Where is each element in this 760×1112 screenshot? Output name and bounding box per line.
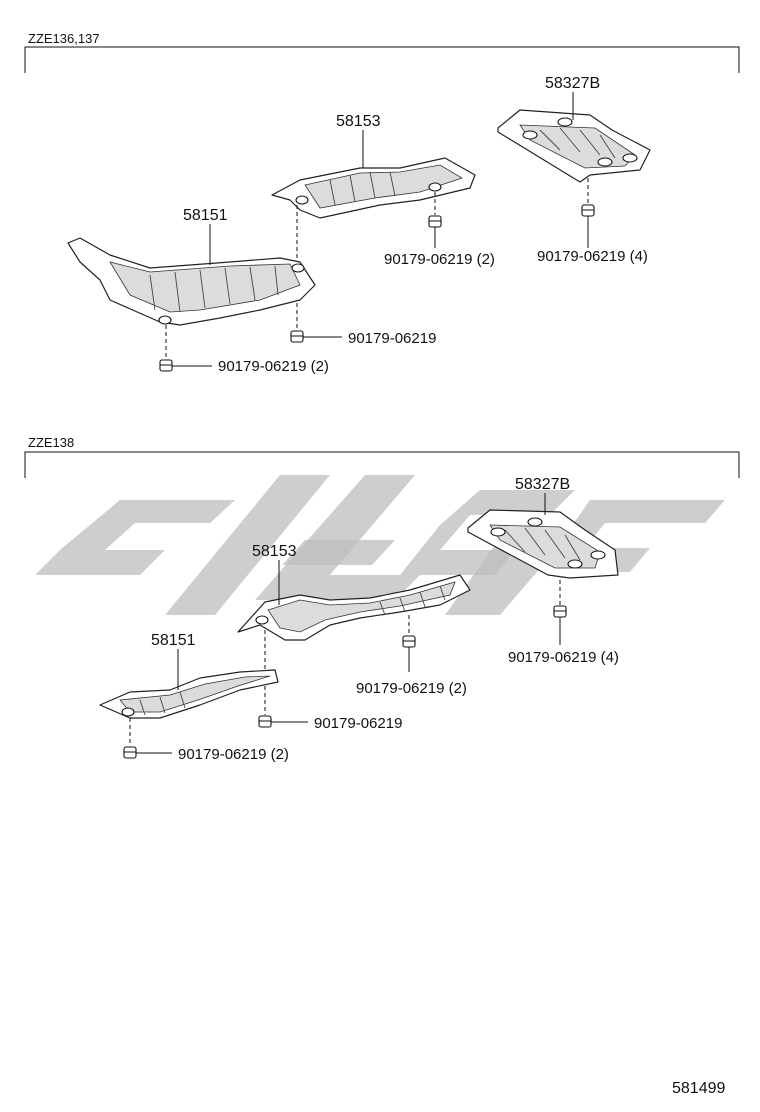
part-number-front-cover: 58151 [151,632,196,649]
section-bracket [24,46,740,73]
fastener-front-pair-label: 90179-06219 (2) [218,358,329,375]
rear-cover-part [497,109,651,183]
clip-nut-icon [159,359,173,372]
fastener-front-single-label: 90179-06219 [314,715,402,732]
fastener-rear-label: 90179-06219 (4) [537,248,648,265]
part-number-center-cover: 58153 [252,543,297,560]
section-model-label: ZZE138 [28,435,74,450]
watermark-logo [35,475,725,615]
part-number-front-cover: 58151 [183,207,228,224]
clip-nut-icon [402,635,416,648]
part-number-rear-cover: 58327B [515,476,570,493]
figure-number: 581499 [672,1080,725,1097]
clip-nut-icon [290,330,304,343]
clip-nut-icon [553,605,567,618]
front-cover-part [99,669,279,719]
clip-nut-icon [258,715,272,728]
fastener-front-pair-label: 90179-06219 (2) [178,746,289,763]
center-cover-part [271,157,476,219]
clip-nut-icon [123,746,137,759]
clip-nut-icon [581,204,595,217]
center-cover-part [237,574,471,641]
fastener-front-single-label: 90179-06219 [348,330,436,347]
section-zze136-137: ZZE136,137 58327B 90179-06219 (4) [24,31,740,375]
fastener-rear-label: 90179-06219 (4) [508,649,619,666]
part-number-center-cover: 58153 [336,113,381,130]
section-model-label: ZZE136,137 [28,31,100,46]
clip-nut-icon [428,215,442,228]
rear-cover-part [467,509,619,579]
fastener-center-label: 90179-06219 (2) [384,251,495,268]
fastener-center-label: 90179-06219 (2) [356,680,467,697]
part-number-rear-cover: 58327B [545,75,600,92]
section-bracket [24,451,740,478]
section-zze138: ZZE138 58327B 90179-06219 (4) 58153 [24,435,740,763]
front-cover-part [67,237,316,326]
